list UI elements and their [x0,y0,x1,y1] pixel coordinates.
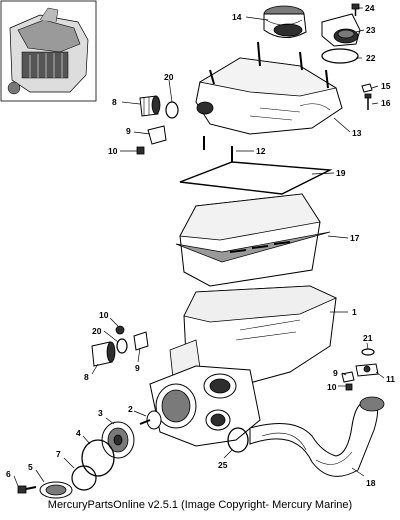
leader-lines [13,7,385,487]
callout-12: 12 [256,146,266,156]
callout-9-upper: 9 [126,126,131,136]
part-10-nut-lower-right [345,383,353,391]
callout-3: 3 [98,408,103,418]
callout-25: 25 [218,460,228,470]
callout-13: 13 [352,128,362,138]
part-14-intake-elbow [263,5,307,38]
part-13-airbox-cover [195,41,343,135]
part-10-nut-upper [136,146,145,155]
part-18-hose [249,396,385,477]
callout-8-upper: 8 [112,97,117,107]
part-19-gasket [179,161,333,195]
callout-14: 14 [232,12,242,22]
callout-24: 24 [365,3,375,13]
part-23-adapter [321,13,361,47]
callout-22: 22 [366,53,376,63]
part-3-flange [101,421,135,459]
throttle-housing [149,365,261,447]
callout-5: 5 [28,462,33,472]
callout-6: 6 [6,469,11,479]
callout-10-lower-right: 10 [327,382,337,392]
engine-thumbnail [0,0,97,102]
callout-2: 2 [128,404,133,414]
part-9-bracket-lower-right [341,371,355,383]
part-9-bracket-upper [147,125,167,145]
part-22-gasket-ring [321,48,359,64]
part-25-clamp [227,427,249,453]
part-5-cover [39,481,73,499]
callout-9-lower-right: 9 [333,368,338,378]
callout-numbers: 1 2 3 4 5 6 7 8 8 9 9 9 10 10 10 11 12 1… [6,3,395,488]
part-12-stud [203,136,233,162]
callout-9-lower-left: 9 [135,363,140,373]
callout-16: 16 [381,98,391,108]
part-8-fitting-upper [139,95,161,117]
part-16-bolt [364,93,372,110]
callout-17: 17 [350,233,360,243]
callout-11: 11 [386,374,395,384]
copyright-caption: MercuryPartsOnline v2.5.1 (Image Copyrig… [47,499,353,511]
part-2-plug [139,410,162,430]
callout-8-lower: 8 [84,372,89,382]
part-15-clip [361,83,373,93]
part-11-sensor [355,363,379,377]
callout-15: 15 [381,81,391,91]
part-20-oring-upper [165,101,179,119]
part-7-plate [71,465,97,491]
part-1-airbox-base [169,285,337,407]
part-8-fitting-lower [91,341,116,367]
callout-1: 1 [352,307,357,317]
part-9-bracket-lower-left [133,331,149,351]
callout-20-upper: 20 [164,72,174,82]
part-4-gasket [81,439,115,477]
callout-10-upper: 10 [108,146,118,156]
part-20-oring-lower [116,338,128,354]
part-24-screw [351,3,360,16]
callout-19: 19 [336,168,346,178]
callout-23: 23 [366,25,376,35]
callout-20-lower: 20 [92,326,102,336]
part-6-bolt [17,485,37,494]
callout-21: 21 [363,333,373,343]
callout-4: 4 [76,428,81,438]
callout-7: 7 [56,449,61,459]
part-17-filter-element [175,193,331,287]
callout-10-lower-left: 10 [99,310,109,320]
part-10-nut-lower-left [115,325,125,335]
part-21-oring [361,348,375,356]
callout-18: 18 [366,478,376,488]
